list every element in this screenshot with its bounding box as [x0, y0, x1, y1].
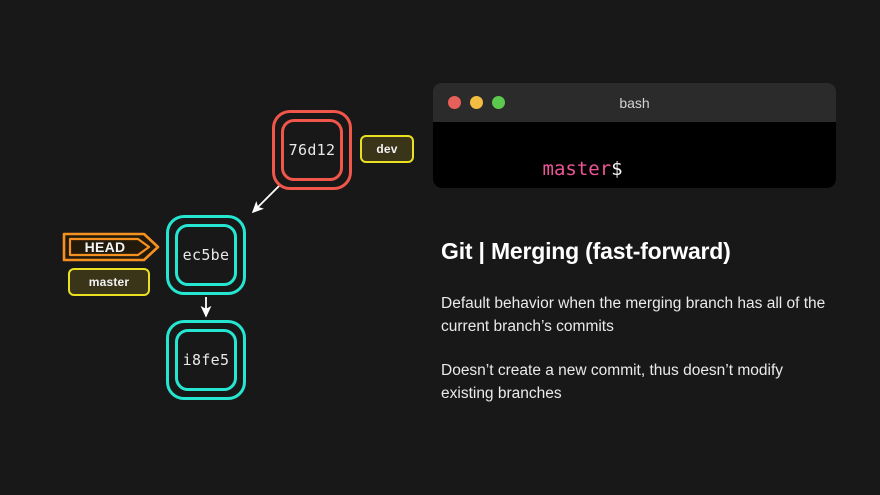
- terminal-body[interactable]: master$: [433, 122, 836, 188]
- arrow-76d12-to-ec5be: [251, 185, 280, 214]
- prompt-sigil: $: [611, 158, 623, 180]
- branch-tag-master[interactable]: master: [68, 268, 150, 296]
- branch-tag-dev[interactable]: dev: [360, 135, 414, 163]
- terminal-prompt-line: master$: [451, 136, 836, 188]
- git-commit-graph: 76d12 ec5be i8fe5 dev master: [62, 110, 414, 400]
- branch-tag-label: master: [88, 275, 130, 289]
- body-paragraph-2: Doesn’t create a new commit, thus doesn’…: [441, 362, 784, 402]
- commit-node-ec5be[interactable]: ec5be: [166, 215, 246, 295]
- terminal-window[interactable]: bash master$: [433, 83, 836, 188]
- commit-node-76d12[interactable]: 76d12: [272, 110, 352, 190]
- traffic-lights: [448, 96, 505, 109]
- commit-node-inner: 76d12: [281, 119, 343, 181]
- minimize-window-button[interactable]: [470, 96, 483, 109]
- commit-hash-label: ec5be: [182, 246, 230, 264]
- page-title: Git | Merging (fast-forward): [441, 238, 731, 264]
- maximize-window-button[interactable]: [492, 96, 505, 109]
- close-window-button[interactable]: [448, 96, 461, 109]
- body-paragraph-1: Default behavior when the merging branch…: [441, 295, 826, 335]
- commit-hash-label: i8fe5: [182, 351, 230, 369]
- head-pointer-shape: [62, 232, 160, 262]
- head-pointer[interactable]: HEAD: [62, 232, 160, 262]
- commit-hash-label: 76d12: [288, 141, 336, 159]
- branch-tag-label: dev: [376, 142, 398, 156]
- prompt-branch-name: master: [542, 158, 612, 180]
- commit-node-inner: i8fe5: [175, 329, 237, 391]
- terminal-titlebar[interactable]: bash: [433, 83, 836, 122]
- commit-node-i8fe5[interactable]: i8fe5: [166, 320, 246, 400]
- commit-node-inner: ec5be: [175, 224, 237, 286]
